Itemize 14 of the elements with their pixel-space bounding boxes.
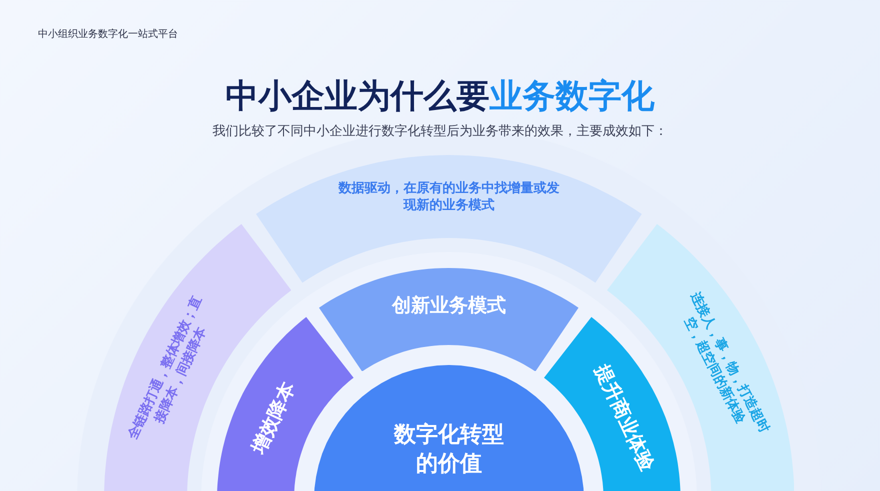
page-header: 中小组织业务数字化一站式平台: [38, 28, 178, 41]
title: 中小企业为什么要业务数字化: [224, 76, 656, 116]
ring-segment: [217, 317, 354, 491]
subtitle: 我们比较了不同中小企业进行数字化转型后为业务带来的效果，主要成效如下：: [212, 123, 668, 140]
ring-segment: [319, 268, 579, 372]
segment-label: 连接人，事，物，打造超时空，超空间的新体验: [680, 288, 773, 438]
segment-label: 增效降本: [246, 378, 301, 460]
ring-segment: [544, 317, 681, 491]
segment-label: 创新业务模式: [390, 294, 507, 318]
outer-ring-segment: [256, 155, 642, 283]
segment-label: 提升商业体验: [589, 360, 660, 477]
segment-label: 全链路打通，整体增效；直接降本，间接降本: [125, 293, 211, 444]
segment-label: 数字化转型的价值: [394, 421, 504, 478]
segment-label: 数据驱动，在原有的业务中找增量或发现新的业务模式: [338, 181, 560, 215]
